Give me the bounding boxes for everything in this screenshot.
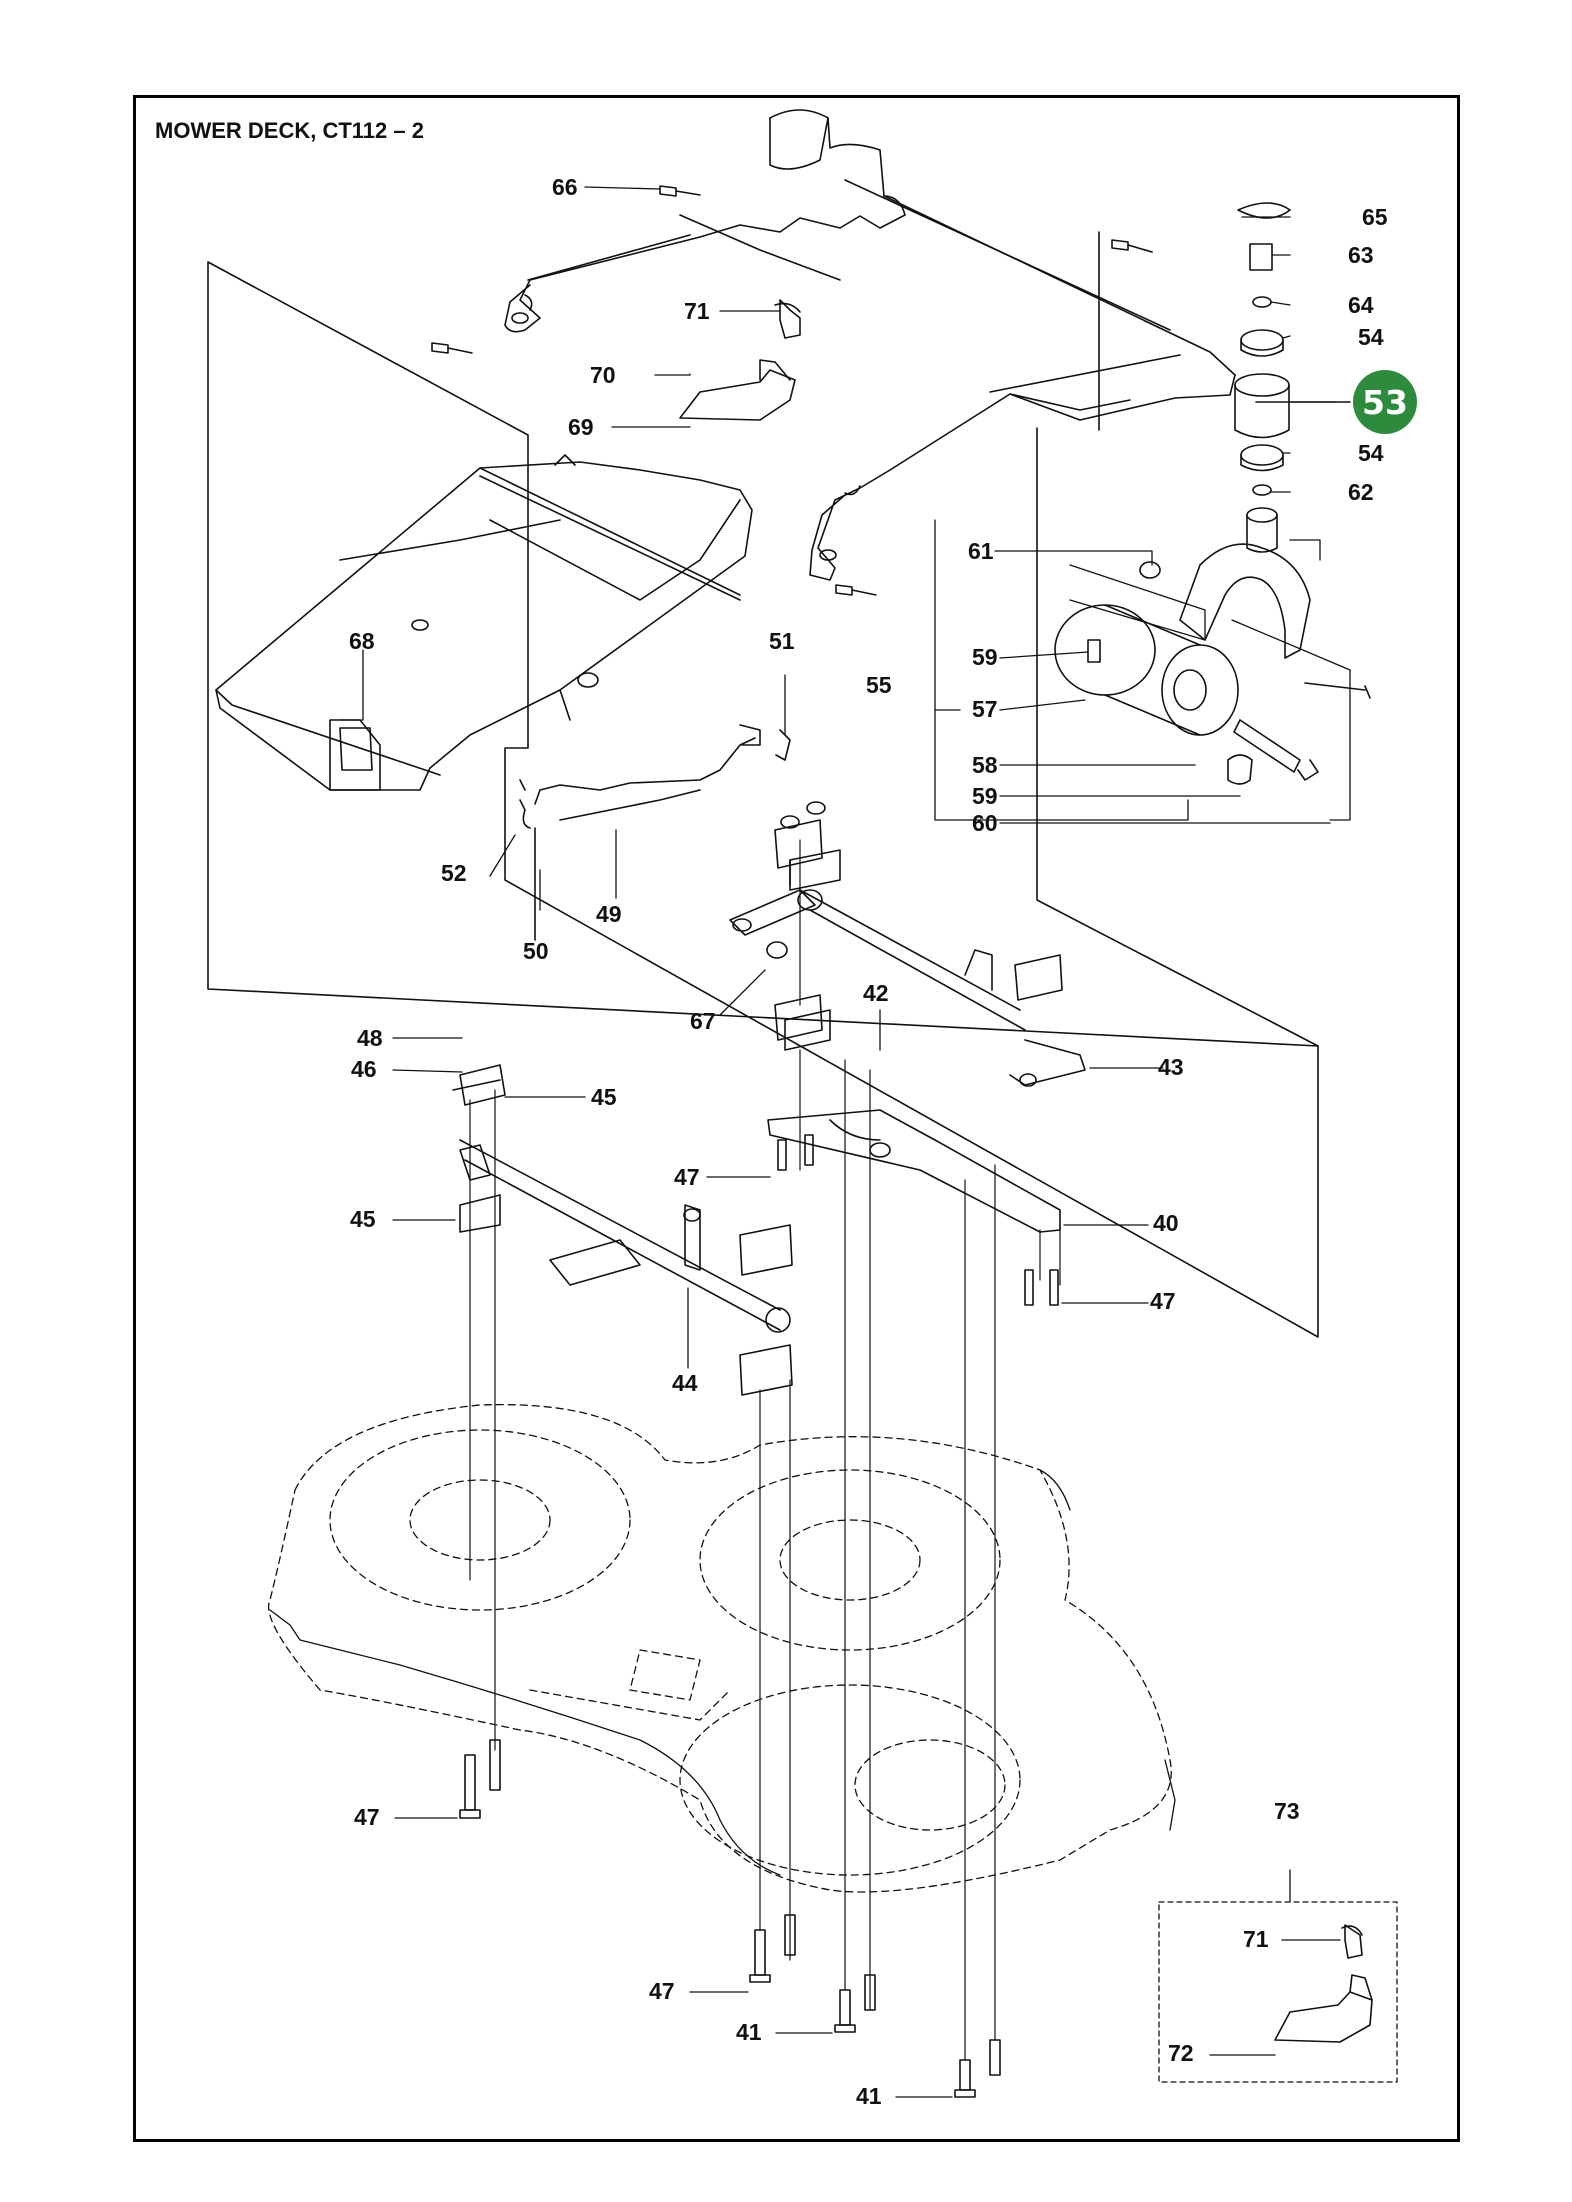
highlighted-part-53-badge[interactable]: 53	[1353, 370, 1417, 434]
callout-47-left[interactable]: 47	[354, 1804, 380, 1830]
callout-72[interactable]: 72	[1168, 2040, 1194, 2066]
callout-66[interactable]: 66	[552, 174, 578, 200]
callout-49[interactable]: 49	[596, 901, 622, 927]
callout-73[interactable]: 73	[1274, 1798, 1300, 1824]
lift-shaft-43-drawing	[729, 801, 1086, 1087]
cables-drawing	[519, 724, 791, 941]
callout-48[interactable]: 48	[357, 1025, 383, 1051]
bracket-69-drawing	[679, 299, 801, 421]
diagram-frame	[133, 95, 1460, 2142]
callout-65[interactable]: 65	[1362, 204, 1388, 230]
callout-47-right[interactable]: 47	[1150, 1288, 1176, 1314]
callout-64[interactable]: 64	[1348, 292, 1374, 318]
callout-42[interactable]: 42	[863, 980, 889, 1006]
leader-lines	[339, 186, 1351, 2098]
callout-62[interactable]: 62	[1348, 479, 1374, 505]
kit-73-box	[1158, 1869, 1398, 2083]
front-bar-40-drawing	[767, 1109, 1061, 1233]
mower-deck-drawing	[268, 1403, 1172, 1893]
diagram-title: MOWER DECK, CT112 – 2	[155, 118, 424, 143]
small-hardware-drawing	[431, 185, 1153, 596]
callout-43[interactable]: 43	[1158, 1054, 1184, 1080]
callout-61[interactable]: 61	[968, 538, 994, 564]
bolts-drawing	[459, 1134, 1059, 2098]
callout-52[interactable]: 52	[441, 860, 467, 886]
upper-frame-drawing	[504, 109, 1236, 581]
callout-47-bottom[interactable]: 47	[649, 1978, 675, 2004]
callout-71[interactable]: 71	[684, 298, 710, 324]
group-outline-left	[207, 261, 1319, 1338]
callout-70[interactable]: 70	[590, 362, 616, 388]
callout-45-bottom[interactable]: 45	[350, 1206, 376, 1232]
callout-59-bottom[interactable]: 59	[972, 783, 998, 809]
callout-45-top[interactable]: 45	[591, 1084, 617, 1110]
callout-57[interactable]: 57	[972, 696, 998, 722]
callout-68[interactable]: 68	[349, 628, 375, 654]
callout-44[interactable]: 44	[672, 1370, 698, 1396]
highlighted-part-label: 53	[1362, 382, 1408, 422]
callout-46[interactable]: 46	[351, 1056, 377, 1082]
caster-outline-boxes	[934, 519, 1351, 821]
mower-deck-solid-outline	[269, 1469, 1176, 1876]
caster-wheel-assembly-drawing	[1054, 202, 1371, 785]
callout-71-kit[interactable]: 71	[1243, 1926, 1269, 1952]
callout-41-bottom[interactable]: 41	[856, 2083, 882, 2109]
rear-shaft-44-drawing	[459, 1064, 791, 1333]
callout-54-bottom[interactable]: 54	[1358, 440, 1384, 466]
height-frame-68-drawing	[215, 454, 753, 791]
callout-69[interactable]: 69	[568, 414, 594, 440]
callout-40[interactable]: 40	[1153, 1210, 1179, 1236]
bearing-blocks-drawing	[452, 819, 1063, 1396]
callout-47-middle[interactable]: 47	[674, 1164, 700, 1190]
callout-50[interactable]: 50	[523, 938, 549, 964]
callout-54-top[interactable]: 54	[1358, 324, 1384, 350]
callout-60[interactable]: 60	[972, 810, 998, 836]
callout-63[interactable]: 63	[1348, 242, 1374, 268]
callout-55[interactable]: 55	[866, 672, 892, 698]
group-outline-right	[1036, 427, 1319, 1047]
callout-59-top[interactable]: 59	[972, 644, 998, 670]
callout-67[interactable]: 67	[690, 1008, 716, 1034]
bolt-center-lines	[469, 839, 1061, 2061]
callout-51[interactable]: 51	[769, 628, 795, 654]
callout-41-middle[interactable]: 41	[736, 2019, 762, 2045]
callout-58[interactable]: 58	[972, 752, 998, 778]
